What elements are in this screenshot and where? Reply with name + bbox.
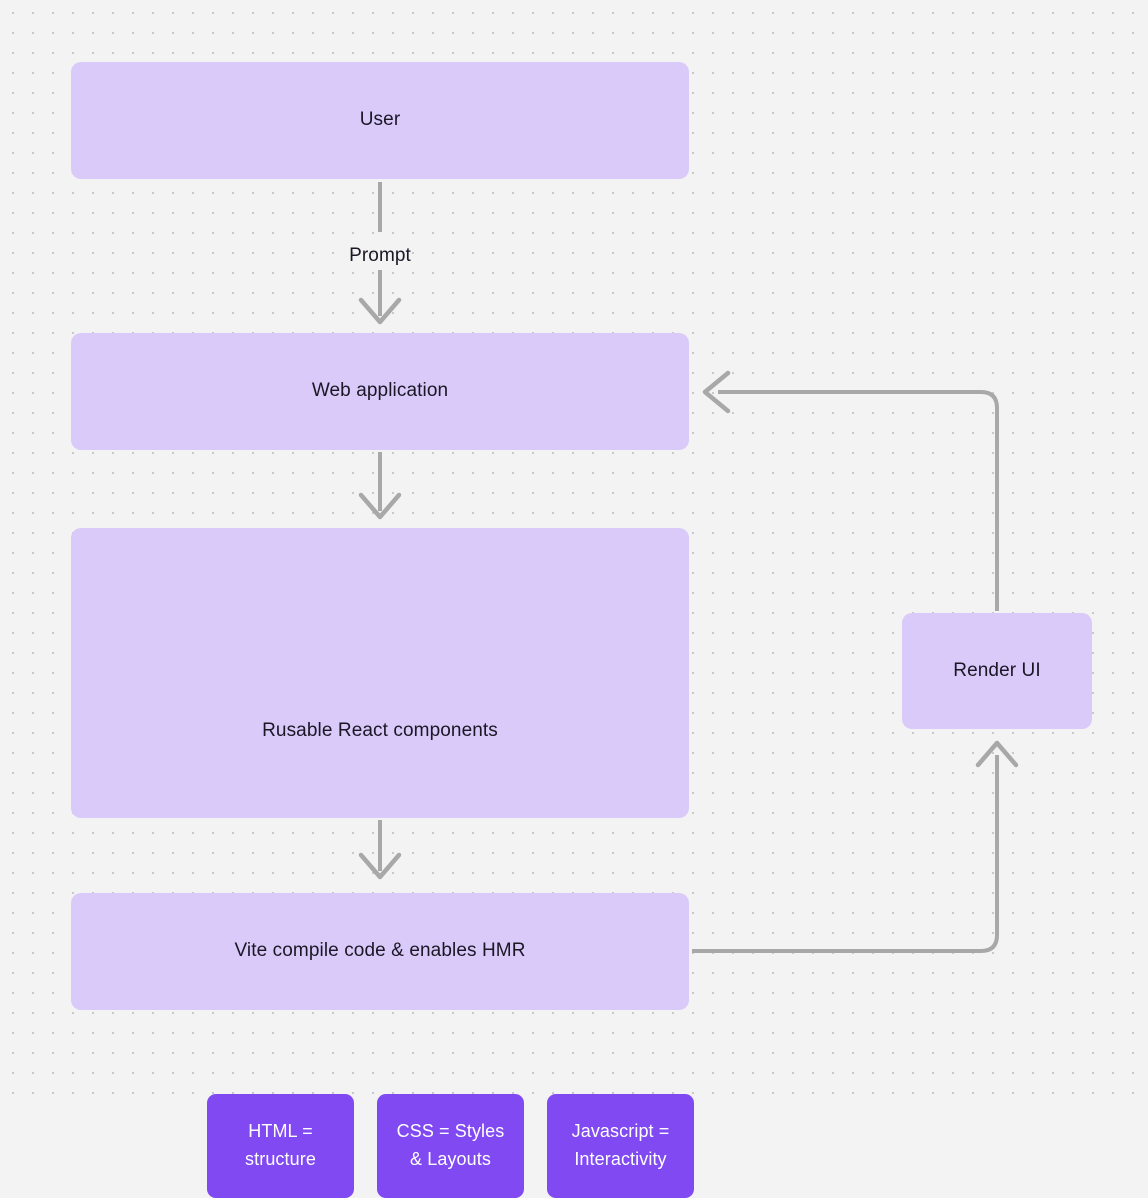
node-css[interactable]: CSS = Styles & Layouts [377, 1094, 524, 1198]
arrowhead-webapp-right [702, 370, 731, 414]
node-vite[interactable]: Vite compile code & enables HMR [71, 893, 689, 1010]
node-html[interactable]: HTML = structure [207, 1094, 354, 1198]
arrowhead-webapp-top [358, 297, 402, 325]
node-html-label: HTML = structure [245, 1118, 316, 1174]
node-react-components-caption: Rusable React components [262, 720, 498, 741]
edge-vite-to-render [692, 755, 999, 953]
arrowhead-components-top [358, 492, 402, 520]
node-render-ui[interactable]: Render UI [902, 613, 1092, 729]
node-user[interactable]: User [71, 62, 689, 179]
node-web-application-label: Web application [311, 380, 449, 402]
arrowhead-render-bottom [975, 740, 1019, 768]
node-css-line1: CSS = Styles [396, 1121, 505, 1142]
node-react-components-group[interactable]: HTML = structure CSS = Styles & Layouts … [71, 528, 694, 1198]
arrowhead-vite-top [358, 852, 402, 880]
node-javascript-label: Javascript = Interactivity [572, 1118, 670, 1174]
node-javascript-line2: Interactivity [574, 1149, 667, 1169]
node-css-line2: & Layouts [410, 1149, 491, 1169]
node-render-ui-label: Render UI [953, 659, 1041, 681]
node-html-line2: structure [245, 1149, 316, 1169]
node-css-label: CSS = Styles & Layouts [397, 1118, 505, 1174]
node-javascript-line1: Javascript = [571, 1121, 670, 1142]
node-vite-label: Vite compile code & enables HMR [234, 940, 526, 962]
node-web-application[interactable]: Web application [71, 333, 689, 450]
node-user-label: User [359, 109, 401, 131]
edge-render-to-webapp [718, 390, 999, 611]
node-html-line1: HTML = [248, 1121, 313, 1142]
edge-label-prompt: Prompt [349, 245, 411, 266]
node-javascript[interactable]: Javascript = Interactivity [547, 1094, 694, 1198]
